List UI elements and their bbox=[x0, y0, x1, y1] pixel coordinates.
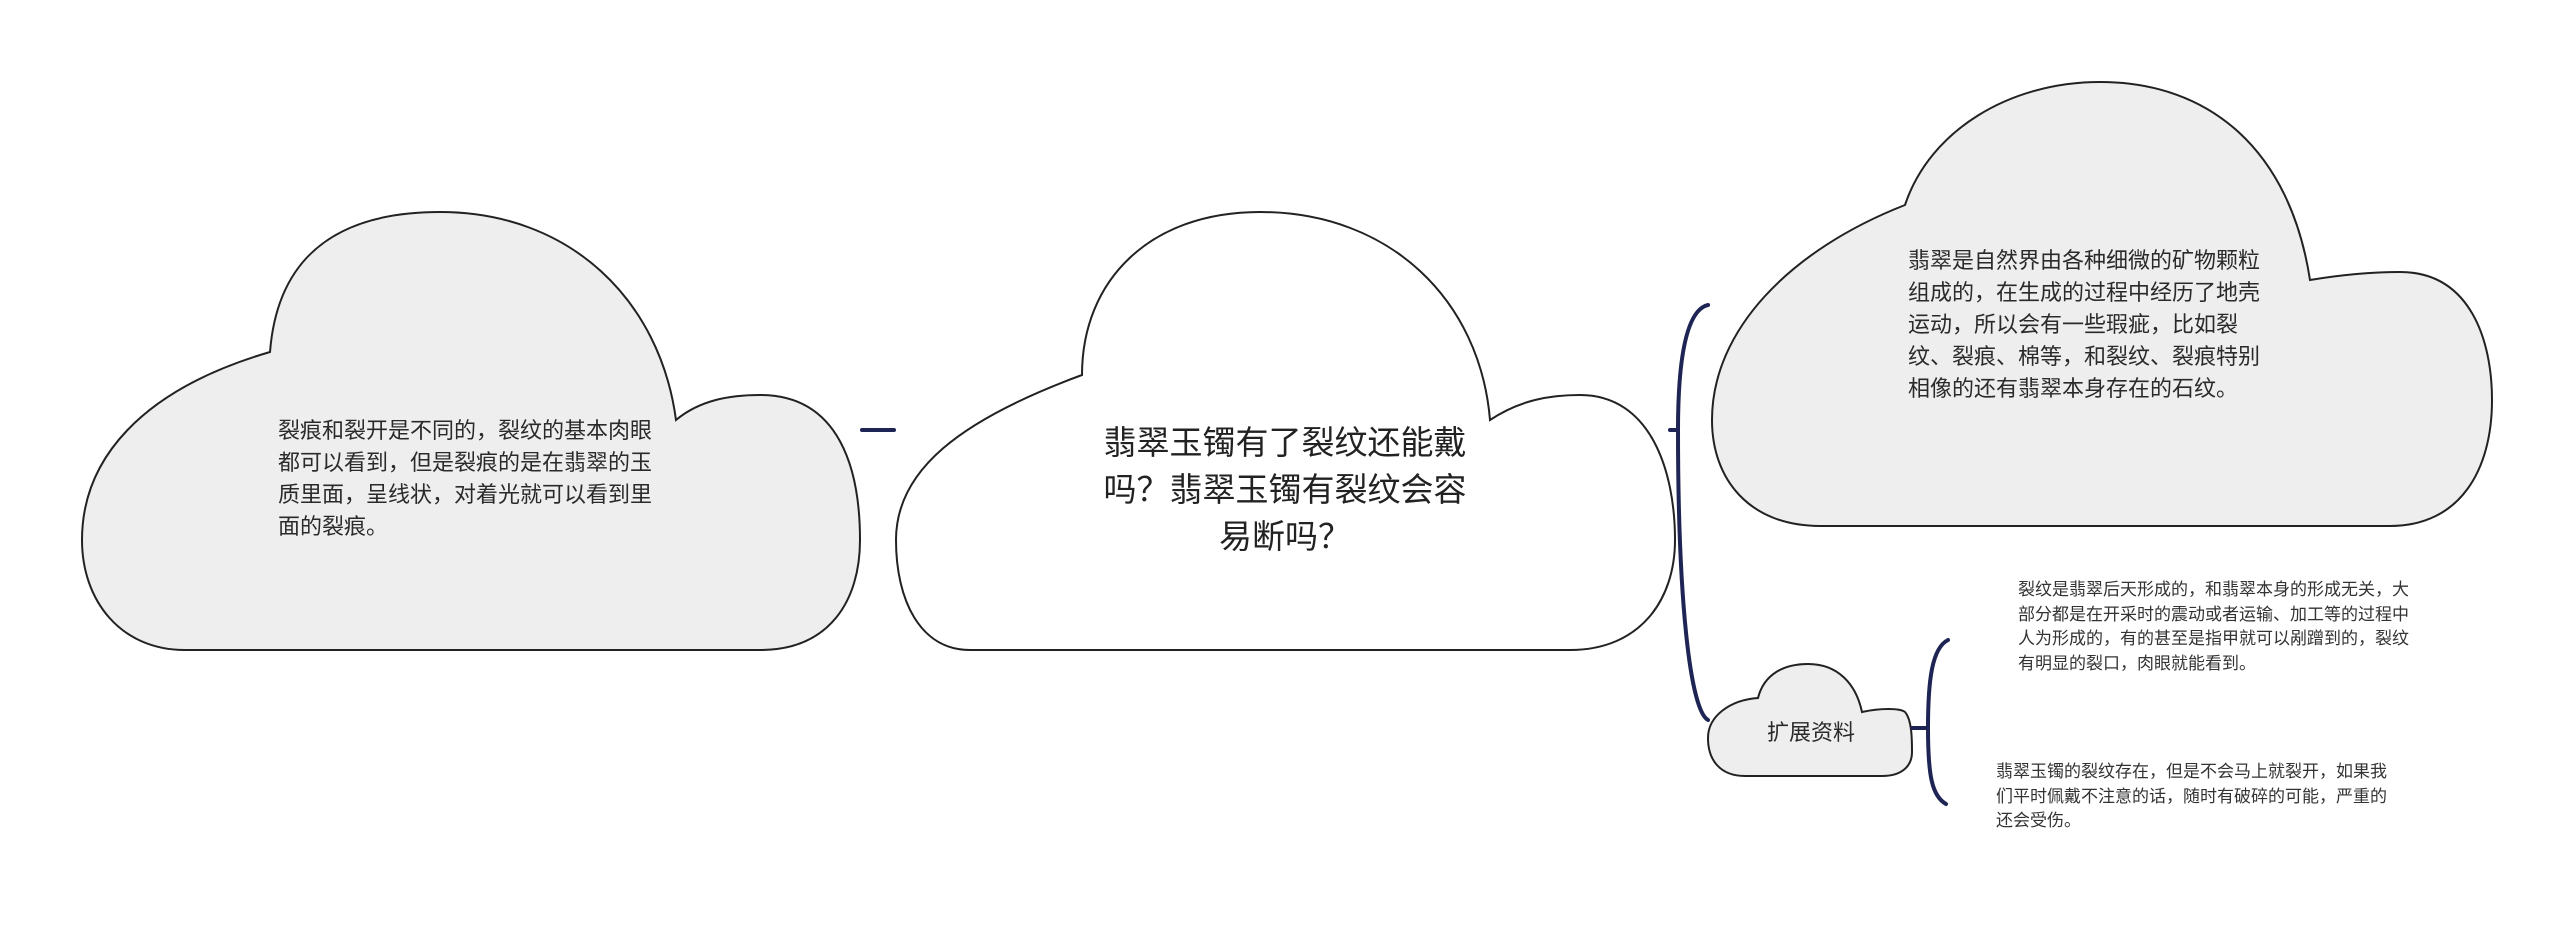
extension-label: 扩展资料 bbox=[1766, 721, 1855, 746]
center-node-text: 翡翠玉镯有了裂纹还能戴吗？翡翠玉镯有裂纹会容易断吗？ bbox=[1103, 423, 1467, 556]
connector-extension-bracket bbox=[1910, 638, 1950, 806]
right-cloud[interactable] bbox=[1710, 80, 2494, 527]
center-cloud[interactable] bbox=[894, 210, 1677, 651]
extension-note-1: 裂纹是翡翠后天形成的，和翡翠本身的形成无关，大部分都是在开采时的震动或者运输、加… bbox=[2018, 580, 2409, 674]
right-node-text: 翡翠是自然界由各种细微的矿物颗粒组成的，在生成的过程中经历了地壳运动，所以会有一… bbox=[1908, 249, 2261, 402]
left-cloud[interactable] bbox=[80, 210, 862, 651]
left-node-text: 裂痕和裂开是不同的，裂纹的基本肉眼都可以看到，但是裂痕的是在翡翠的玉质里面，呈线… bbox=[278, 419, 653, 540]
extension-note-2: 翡翠玉镯的裂纹存在，但是不会马上就裂开，如果我们平时佩戴不注意的话，随时有破碎的… bbox=[1996, 762, 2387, 832]
extension-cloud[interactable] bbox=[1706, 662, 1914, 777]
connector-center-bracket bbox=[1668, 303, 1710, 722]
